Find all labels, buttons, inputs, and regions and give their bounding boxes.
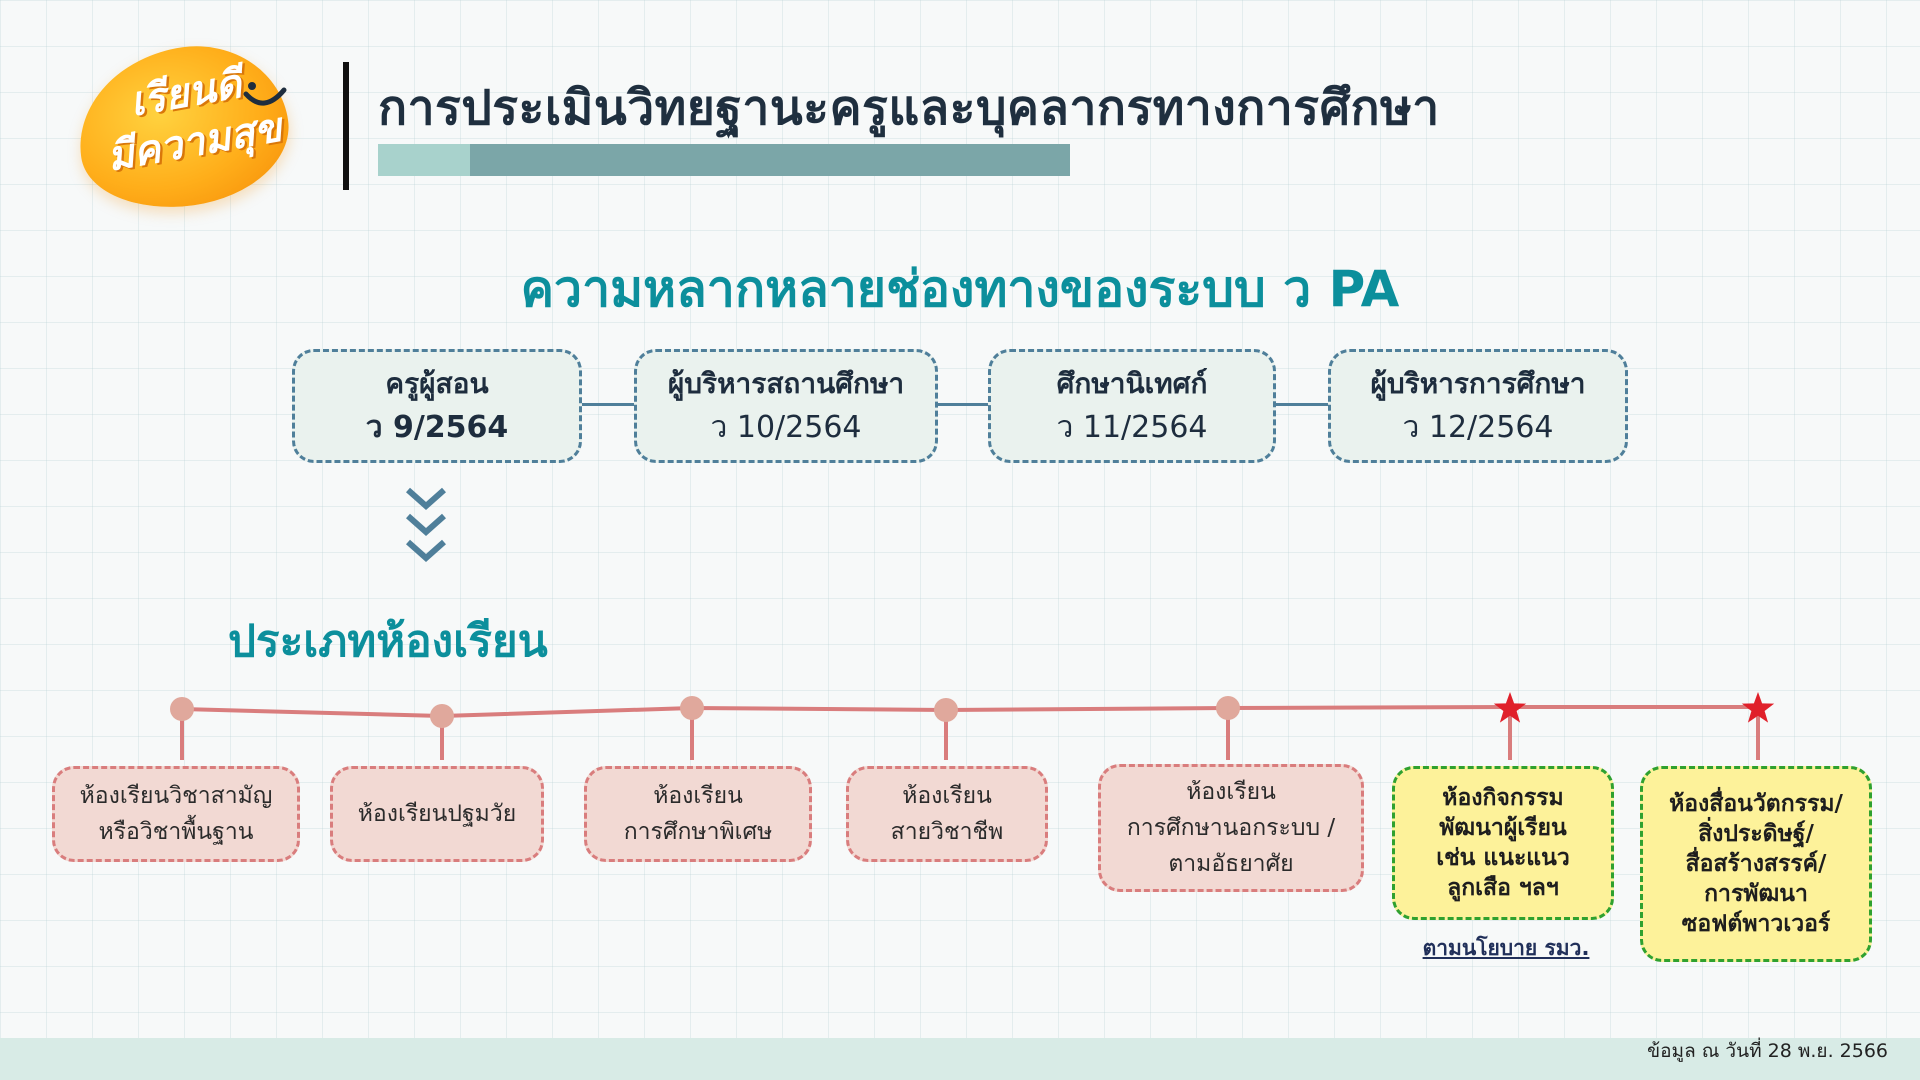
footer-date-note: ข้อมูล ณ วันที่ 28 พ.ย. 2566 [1647, 1040, 1888, 1062]
channel-code: ว 9/2564 [365, 410, 509, 445]
title-accent-bar-dark [470, 144, 1070, 176]
star-icon [1493, 692, 1527, 723]
classroom-label: ห้องเรียนวิชาสามัญ [79, 783, 273, 809]
channel-title: ผู้บริหารสถานศึกษา [667, 367, 905, 400]
channel-connector [1276, 403, 1328, 406]
classroom-box-student-activities: ห้องกิจกรรม พัฒนาผู้เรียน เช่น แนะแนว ลู… [1392, 766, 1614, 920]
timeline-node [680, 696, 704, 720]
channel-title: ศึกษานิเทศก์ [1056, 367, 1208, 400]
timeline-node [170, 697, 194, 721]
classroom-label: ลูกเสือ ฯลฯ [1447, 875, 1559, 901]
classroom-label: ห้องเรียนปฐมวัย [357, 801, 517, 827]
channel-box-teacher: ครูผู้สอน ว 9/2564 [292, 349, 582, 463]
classroom-box-non-formal: ห้องเรียน การศึกษานอกระบบ / ตามอัธยาศัย [1098, 764, 1364, 892]
channel-box-education-admin: ผู้บริหารการศึกษา ว 12/2564 [1328, 349, 1628, 463]
classroom-label: สื่อสร้างสรรค์/ [1685, 851, 1827, 877]
star-icon [1741, 692, 1775, 723]
classroom-label: พัฒนาผู้เรียน [1439, 815, 1567, 841]
classroom-label: หรือวิชาพื้นฐาน [98, 819, 254, 845]
classroom-box-special-education: ห้องเรียน การศึกษาพิเศษ [584, 766, 812, 862]
title-accent-bar-light [378, 144, 470, 176]
classroom-label: ห้องกิจกรรม [1442, 785, 1564, 811]
channel-title: ผู้บริหารการศึกษา [1370, 367, 1586, 400]
classroom-label: สิ่งประดิษฐ์/ [1698, 821, 1814, 847]
classroom-label: เช่น แนะแนว [1436, 845, 1570, 871]
chevron-down-icon [406, 487, 446, 563]
classroom-label: ห้องเรียน [653, 783, 743, 809]
channel-code: ว 11/2564 [1056, 410, 1208, 445]
classroom-label: การพัฒนา [1704, 881, 1808, 907]
classroom-section-title: ประเภทห้องเรียน [228, 616, 548, 667]
channel-box-school-admin: ผู้บริหารสถานศึกษา ว 10/2564 [634, 349, 938, 463]
classroom-label: สายวิชาชีพ [890, 819, 1004, 845]
classroom-label: ห้องสื่อนวัตกรรม/ [1669, 791, 1843, 817]
timeline-node [934, 698, 958, 722]
classroom-box-innovation-media: ห้องสื่อนวัตกรรม/ สิ่งประดิษฐ์/ สื่อสร้า… [1640, 766, 1872, 962]
timeline-node [1216, 696, 1240, 720]
classroom-timeline [170, 692, 1775, 760]
classroom-label: การศึกษาพิเศษ [623, 819, 773, 845]
policy-note: ตามนโยบาย รมว. [1422, 936, 1590, 960]
channel-box-supervisor: ศึกษานิเทศก์ ว 11/2564 [988, 349, 1276, 463]
classroom-label: ห้องเรียน [1186, 779, 1276, 805]
classroom-label: ห้องเรียน [902, 783, 992, 809]
section-title: ความหลากหลายช่องทางของระบบ ว PA [520, 260, 1400, 318]
classroom-label: การศึกษานอกระบบ / [1126, 815, 1336, 841]
channel-title: ครูผู้สอน [385, 367, 489, 400]
classroom-box-early-childhood: ห้องเรียนปฐมวัย [330, 766, 544, 862]
smile-icon [243, 82, 287, 106]
timeline-node [430, 704, 454, 728]
classroom-box-general: ห้องเรียนวิชาสามัญ หรือวิชาพื้นฐาน [52, 766, 300, 862]
channel-code: ว 10/2564 [710, 410, 862, 445]
page-title: การประเมินวิทยฐานะครูและบุคลากรทางการศึก… [378, 80, 1440, 136]
channel-code: ว 12/2564 [1402, 410, 1554, 445]
classroom-label: ตามอัธยาศัย [1168, 851, 1294, 877]
channel-connector [938, 403, 988, 406]
header-divider [343, 62, 349, 190]
footer-strip [0, 1038, 1920, 1080]
classroom-label: ซอฟต์พาวเวอร์ [1681, 911, 1831, 937]
channel-connector [582, 403, 634, 406]
classroom-box-vocational: ห้องเรียน สายวิชาชีพ [846, 766, 1048, 862]
